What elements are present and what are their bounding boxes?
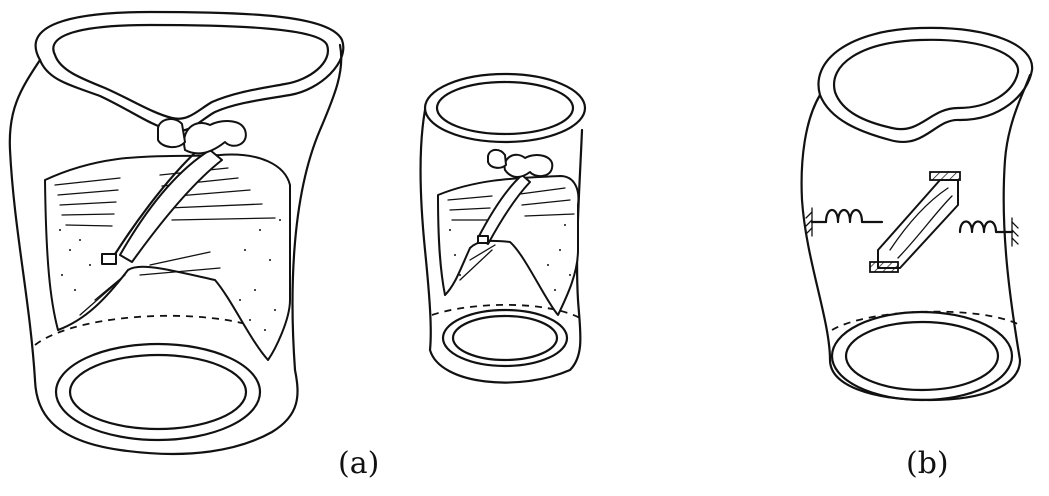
larynx-tube-large (10, 12, 344, 454)
larynx-tube-model (802, 28, 1033, 400)
larynx-tube-small (420, 74, 585, 383)
panel-label-b: (b) (906, 449, 949, 479)
panel-label-a: (a) (338, 449, 379, 479)
